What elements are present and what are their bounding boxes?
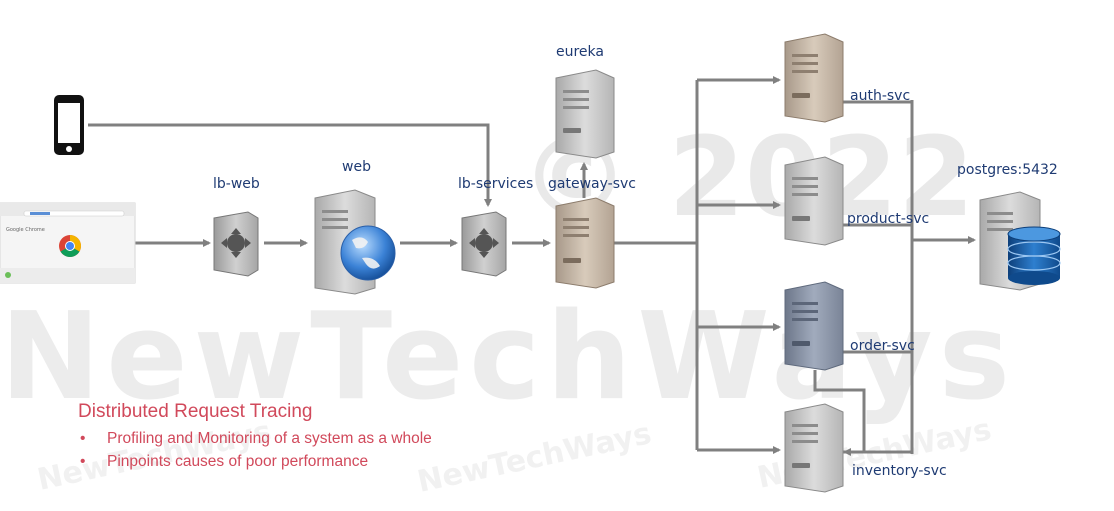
notes-bullet-2: Pinpoints causes of poor performance [107,453,368,470]
arrow-mobile-to-lb-services [88,123,492,207]
svg-text:•: • [80,430,85,447]
inventory-svc-label: inventory-svc [852,463,947,479]
lb-web-label: lb-web [213,176,260,192]
order-svc-server-node [784,281,844,371]
eureka-server-node [555,69,615,159]
product-svc-server-node [784,156,844,246]
notes-bullet-1: Profiling and Monitoring of a system as … [107,430,432,447]
notes-title: Distributed Request Tracing [78,401,312,422]
auth-svc-server-node [784,33,844,123]
lb-web-node [213,211,259,277]
mobile-phone-icon [54,95,84,155]
watermark-small-mid: NewTechWays [414,416,654,500]
browser-brand: Google Chrome [6,227,45,233]
order-svc-label: order-svc [850,338,915,354]
connectors [88,76,976,456]
inventory-svc-server-node [784,403,844,493]
svg-text:•: • [80,453,85,470]
web-server-node [314,189,396,295]
lb-services-node [461,211,507,277]
chrome-logo-icon [59,235,81,257]
arrow-order-to-inventory [813,370,866,456]
auth-svc-label: auth-svc [850,88,910,104]
web-label: web [342,159,371,175]
browser-window-icon: Google Chrome [0,202,136,284]
database-icon [1007,226,1061,285]
postgres-label: postgres:5432 [957,162,1058,178]
eureka-label: eureka [556,44,604,60]
gateway-label: gateway-svc [548,176,636,192]
gateway-server-node [555,197,615,289]
postgres-server-node [979,191,1061,291]
lb-services-label: lb-services [458,176,533,192]
tracing-notes: Distributed Request Tracing • Profiling … [78,401,432,470]
product-svc-label: product-svc [847,211,929,227]
globe-icon [340,225,396,281]
